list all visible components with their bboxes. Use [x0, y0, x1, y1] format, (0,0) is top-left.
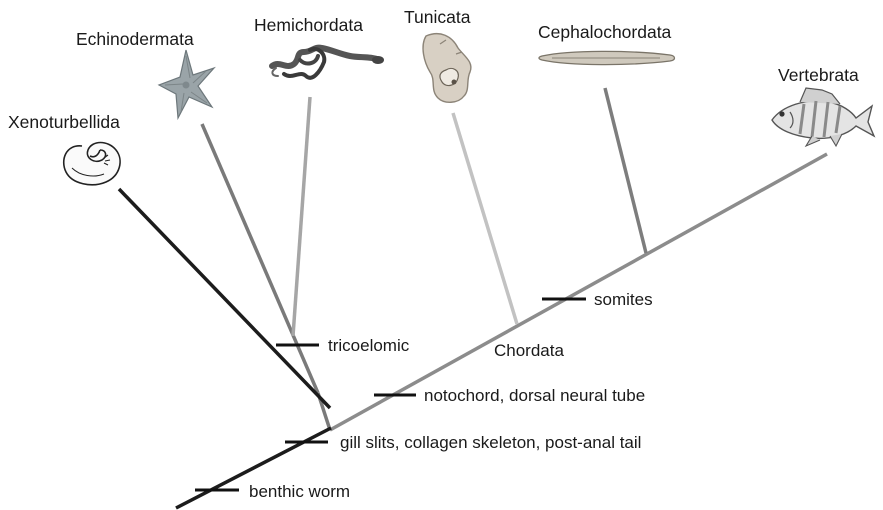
acoel-worm-icon [64, 143, 120, 185]
trait-label-gill-slits: gill slits, collagen skeleton, post-anal… [340, 433, 641, 452]
taxon-label-echinodermata: Echinodermata [76, 29, 194, 49]
branch-echinodermata [202, 124, 318, 393]
starfish-icon [159, 50, 214, 118]
trait-label-notochord: notochord, dorsal neural tube [424, 386, 645, 405]
branch-xenoturbellida [119, 189, 330, 408]
trait-label-tricoelomic: tricoelomic [328, 336, 410, 355]
trait-label-somites: somites [594, 290, 653, 309]
lancelet-icon [539, 51, 675, 64]
branch-cephalochordata [605, 88, 646, 253]
perch-fish-icon [772, 88, 874, 146]
taxon-label-hemichordata: Hemichordata [254, 15, 363, 35]
branch-tunicata [453, 113, 517, 324]
trait-label-benthic-worm: benthic worm [249, 482, 350, 501]
sea-squirt-icon [423, 34, 471, 103]
clade-label-chordata: Chordata [494, 341, 564, 360]
taxon-label-vertebrata: Vertebrata [778, 65, 859, 85]
acorn-worm-icon [272, 48, 384, 78]
taxon-label-xenoturbellida: Xenoturbellida [8, 112, 120, 132]
branch-hemichordata [293, 97, 310, 336]
taxon-label-tunicata: Tunicata [404, 7, 471, 27]
taxon-label-cephalochordata: Cephalochordata [538, 22, 672, 42]
